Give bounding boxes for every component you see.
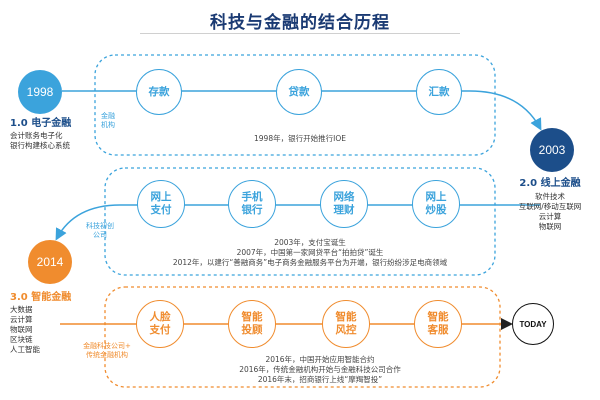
band-3-outline <box>104 286 501 388</box>
phase-1-side-label: 金融 机构 <box>101 112 115 129</box>
node-face-payment: 人脸支付 <box>136 300 184 348</box>
today-circle: TODAY <box>512 303 554 345</box>
band-2-outline <box>104 167 496 276</box>
phase-3-sub: 大数据 云计算 物联网 区块链 人工智能 <box>10 305 40 354</box>
connector-2003-2014 <box>55 204 121 241</box>
node-deposit: 存款 <box>136 69 182 115</box>
band-3-captions: 2016年，中国开始应用智能合约 2016年，传统金融机构开始与金融科技公司合作… <box>239 355 401 384</box>
year-2014-circle: 2014 <box>28 240 72 284</box>
node-loan: 贷款 <box>276 69 322 115</box>
phase-1-sub: 会计账务电子化 银行构建核心系统 <box>10 131 70 150</box>
title-divider <box>140 33 460 34</box>
node-remittance: 汇款 <box>416 69 462 115</box>
phase-2-sub: 软件技术 互联网/移动互联网 云计算 物联网 <box>518 192 582 231</box>
band-2-captions: 2003年，支付宝诞生 2007年，中国第一家网贷平台“拍拍贷”诞生 2012年… <box>172 238 448 267</box>
node-smart-customer-service: 智能客服 <box>414 300 462 348</box>
node-mobile-banking: 手机银行 <box>228 180 276 228</box>
node-smart-risk-control: 智能风控 <box>322 300 370 348</box>
phase-2-side-label: 科技初创 公司 <box>86 222 114 239</box>
node-robo-advisor: 智能投顾 <box>228 300 276 348</box>
phase-3-title: 3.0 智能金融 <box>10 292 72 303</box>
band-1-caption: 1998年，银行开始推行IOE <box>254 134 346 143</box>
node-online-payment: 网上支付 <box>137 180 185 228</box>
year-1998-circle: 1998 <box>18 70 62 114</box>
phase-3-side-label: 金融科技公司+ 传统金融机构 <box>83 342 131 359</box>
diagram-title: 科技与金融的结合历程 <box>210 13 390 33</box>
year-2003-circle: 2003 <box>530 128 574 172</box>
band-1-outline <box>94 54 496 156</box>
node-online-wealth: 网络理财 <box>320 180 368 228</box>
phase-1-title: 1.0 电子金融 <box>10 118 72 129</box>
connector-1998-2003 <box>469 90 542 131</box>
phase-2-title: 2.0 线上金融 <box>519 178 581 189</box>
node-online-stocks: 网上炒股 <box>412 180 460 228</box>
